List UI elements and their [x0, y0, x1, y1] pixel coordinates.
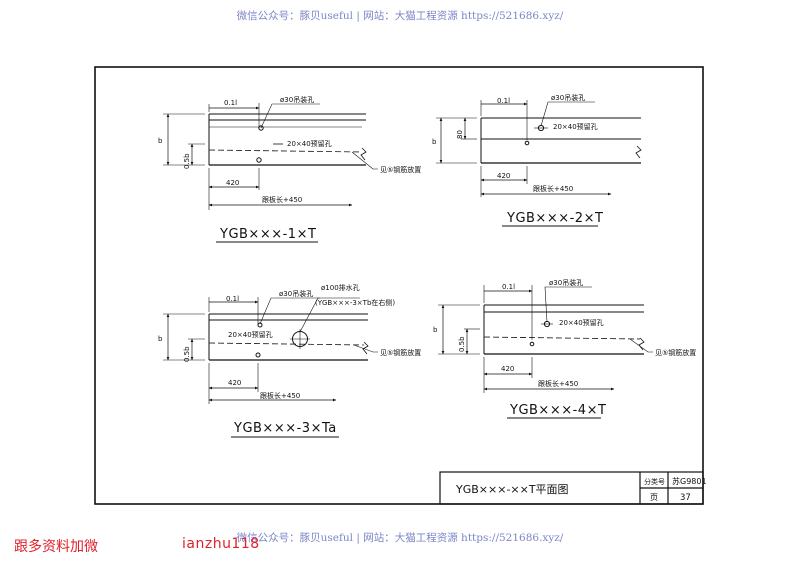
- p2-hole30: ø30吊装孔: [551, 93, 585, 102]
- promo-text-left: 跟多资料加微: [14, 539, 98, 555]
- p3-hole2040: 20×40预留孔: [228, 330, 273, 339]
- p1-title: YGB×××-1×T: [219, 227, 316, 242]
- titleblock-label-code: 分类号: [644, 477, 665, 486]
- p3-dim-01l: 0.1l: [226, 295, 239, 303]
- p3-dim-b: b: [158, 335, 163, 343]
- p2-hole2040: 20×40预留孔: [553, 122, 598, 131]
- p3-see-note: 见⑤钢筋放置: [380, 348, 421, 357]
- titleblock-drawing-name: YGB×××-××T平面图: [455, 483, 569, 496]
- p1-see-note: 见⑤钢筋放置: [380, 165, 421, 174]
- p1-dim-b: b: [158, 137, 163, 145]
- p1-beam-len: 跟板长+450: [262, 195, 302, 204]
- drawing-frame: [94, 66, 704, 505]
- p1-hole30: ø30吊装孔: [280, 95, 314, 104]
- p2-dim-b: b: [432, 138, 437, 146]
- panel-ygb-3: [163, 297, 378, 438]
- p3-title: YGB×××-3×Ta: [233, 421, 337, 436]
- panel-ygb-4: [438, 285, 653, 419]
- p4-hole2040: 20×40预留孔: [559, 318, 604, 327]
- p3-hole100: ø100排水孔: [321, 283, 360, 292]
- promo-text-right: ianzhu118: [182, 536, 260, 552]
- titleblock-label-page: 页: [650, 493, 658, 502]
- title-block: [439, 471, 704, 505]
- p4-dim-b: b: [433, 326, 438, 334]
- p3-hole30: ø30吊装孔: [279, 289, 313, 298]
- p2-dim-01l: 0.1l: [497, 97, 510, 105]
- p2-dim-side: 80: [456, 130, 464, 139]
- p3-dim-420: 420: [228, 379, 241, 387]
- p1-dim-side: 0.5b: [183, 153, 191, 169]
- p3-dim-side: 0.5b: [183, 346, 191, 362]
- watermark-top: 微信公众号：豚贝useful | 网站：大猫工程资源 https://52168…: [236, 10, 564, 22]
- p4-dim-420: 420: [501, 365, 514, 373]
- p1-dim-01l: 0.1l: [224, 99, 237, 107]
- p4-dim-01l: 0.1l: [502, 283, 515, 291]
- p2-beam-len: 跟板长+450: [533, 184, 573, 193]
- p2-dim-420: 420: [497, 172, 510, 180]
- p4-beam-len: 跟板长+450: [538, 379, 578, 388]
- watermark-bottom: 微信公众号：豚贝useful | 网站：大猫工程资源 https://52168…: [236, 532, 564, 544]
- p1-hole2040: 20×40预留孔: [287, 139, 332, 148]
- panel-ygb-1: [163, 103, 378, 243]
- panel-ygb-2: [436, 100, 642, 227]
- p3-beam-len: 跟板长+450: [260, 391, 300, 400]
- p4-dim-side: 0.5b: [458, 336, 466, 352]
- p3-hole100-note: (YGB×××-3×Tb在右侧): [315, 298, 395, 307]
- p1-dim-420: 420: [226, 179, 239, 187]
- p2-title: YGB×××-2×T: [506, 211, 603, 226]
- p4-title: YGB×××-4×T: [509, 403, 606, 418]
- titleblock-code: 苏G9801: [672, 476, 707, 486]
- p4-hole30: ø30吊装孔: [549, 278, 583, 287]
- p4-see-note: 见⑤钢筋放置: [655, 348, 696, 357]
- titleblock-page: 37: [680, 493, 691, 503]
